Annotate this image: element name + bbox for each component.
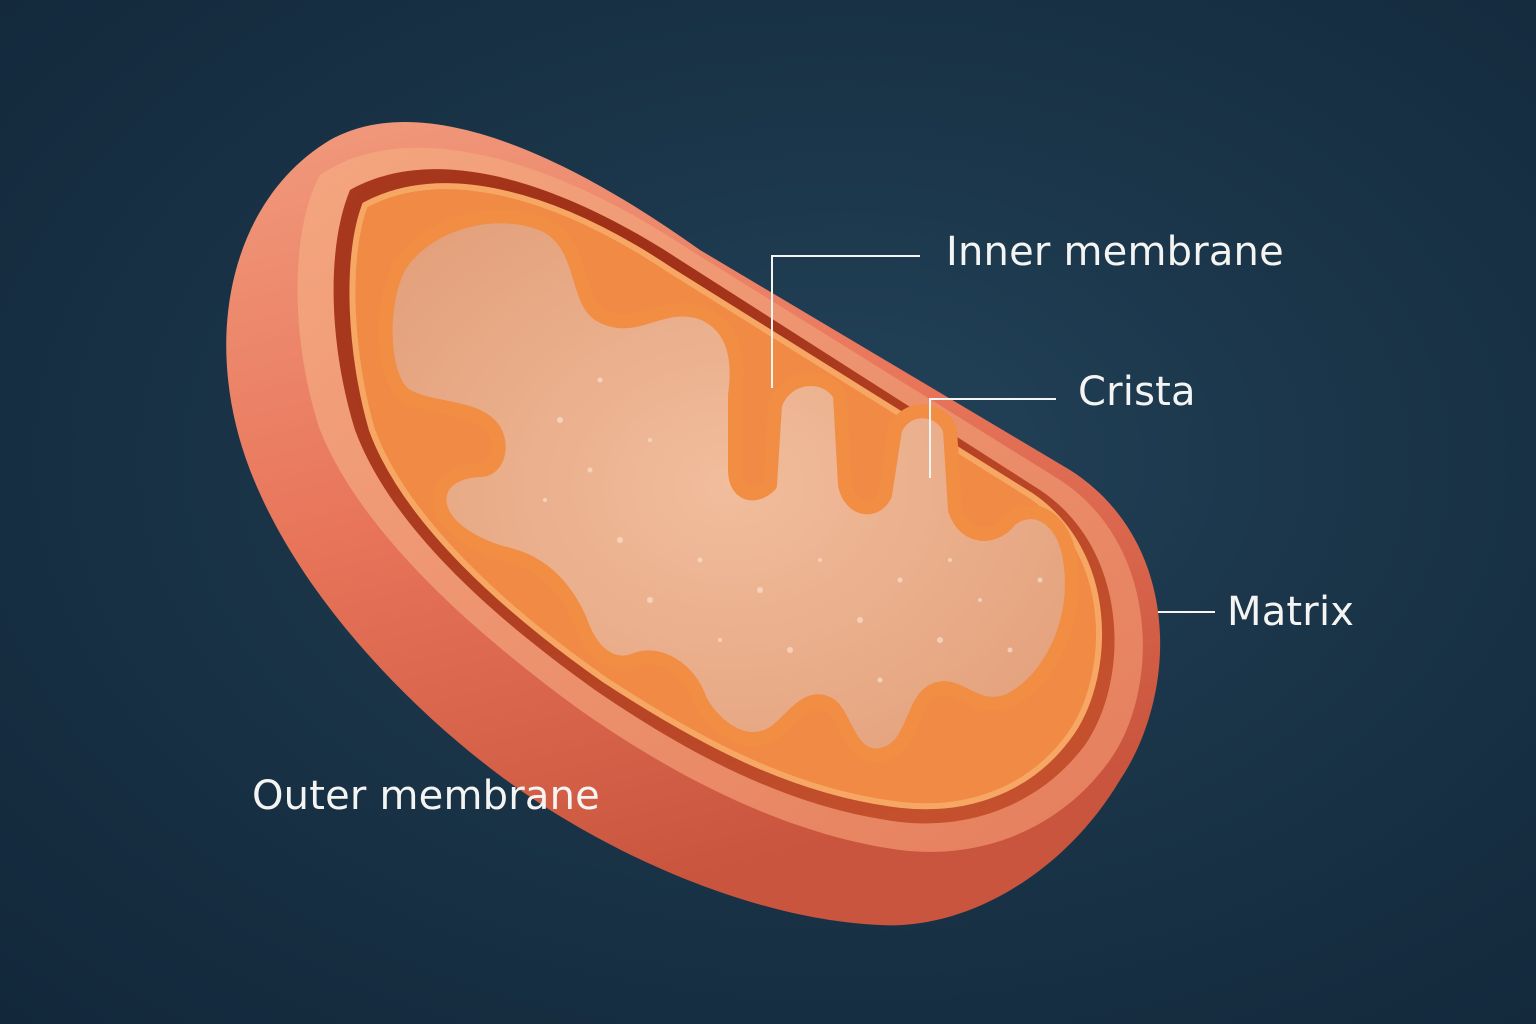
matrix-label: Matrix — [1227, 589, 1355, 635]
inner-membrane-leader — [771, 255, 920, 388]
leader-lines — [771, 255, 1215, 613]
outer-membrane-label: Outer membrane — [252, 773, 600, 819]
matrix-region — [378, 209, 1079, 763]
crista-leader — [929, 398, 1056, 478]
inner-membrane-label: Inner membrane — [946, 229, 1284, 275]
crista-label: Crista — [1078, 369, 1196, 415]
